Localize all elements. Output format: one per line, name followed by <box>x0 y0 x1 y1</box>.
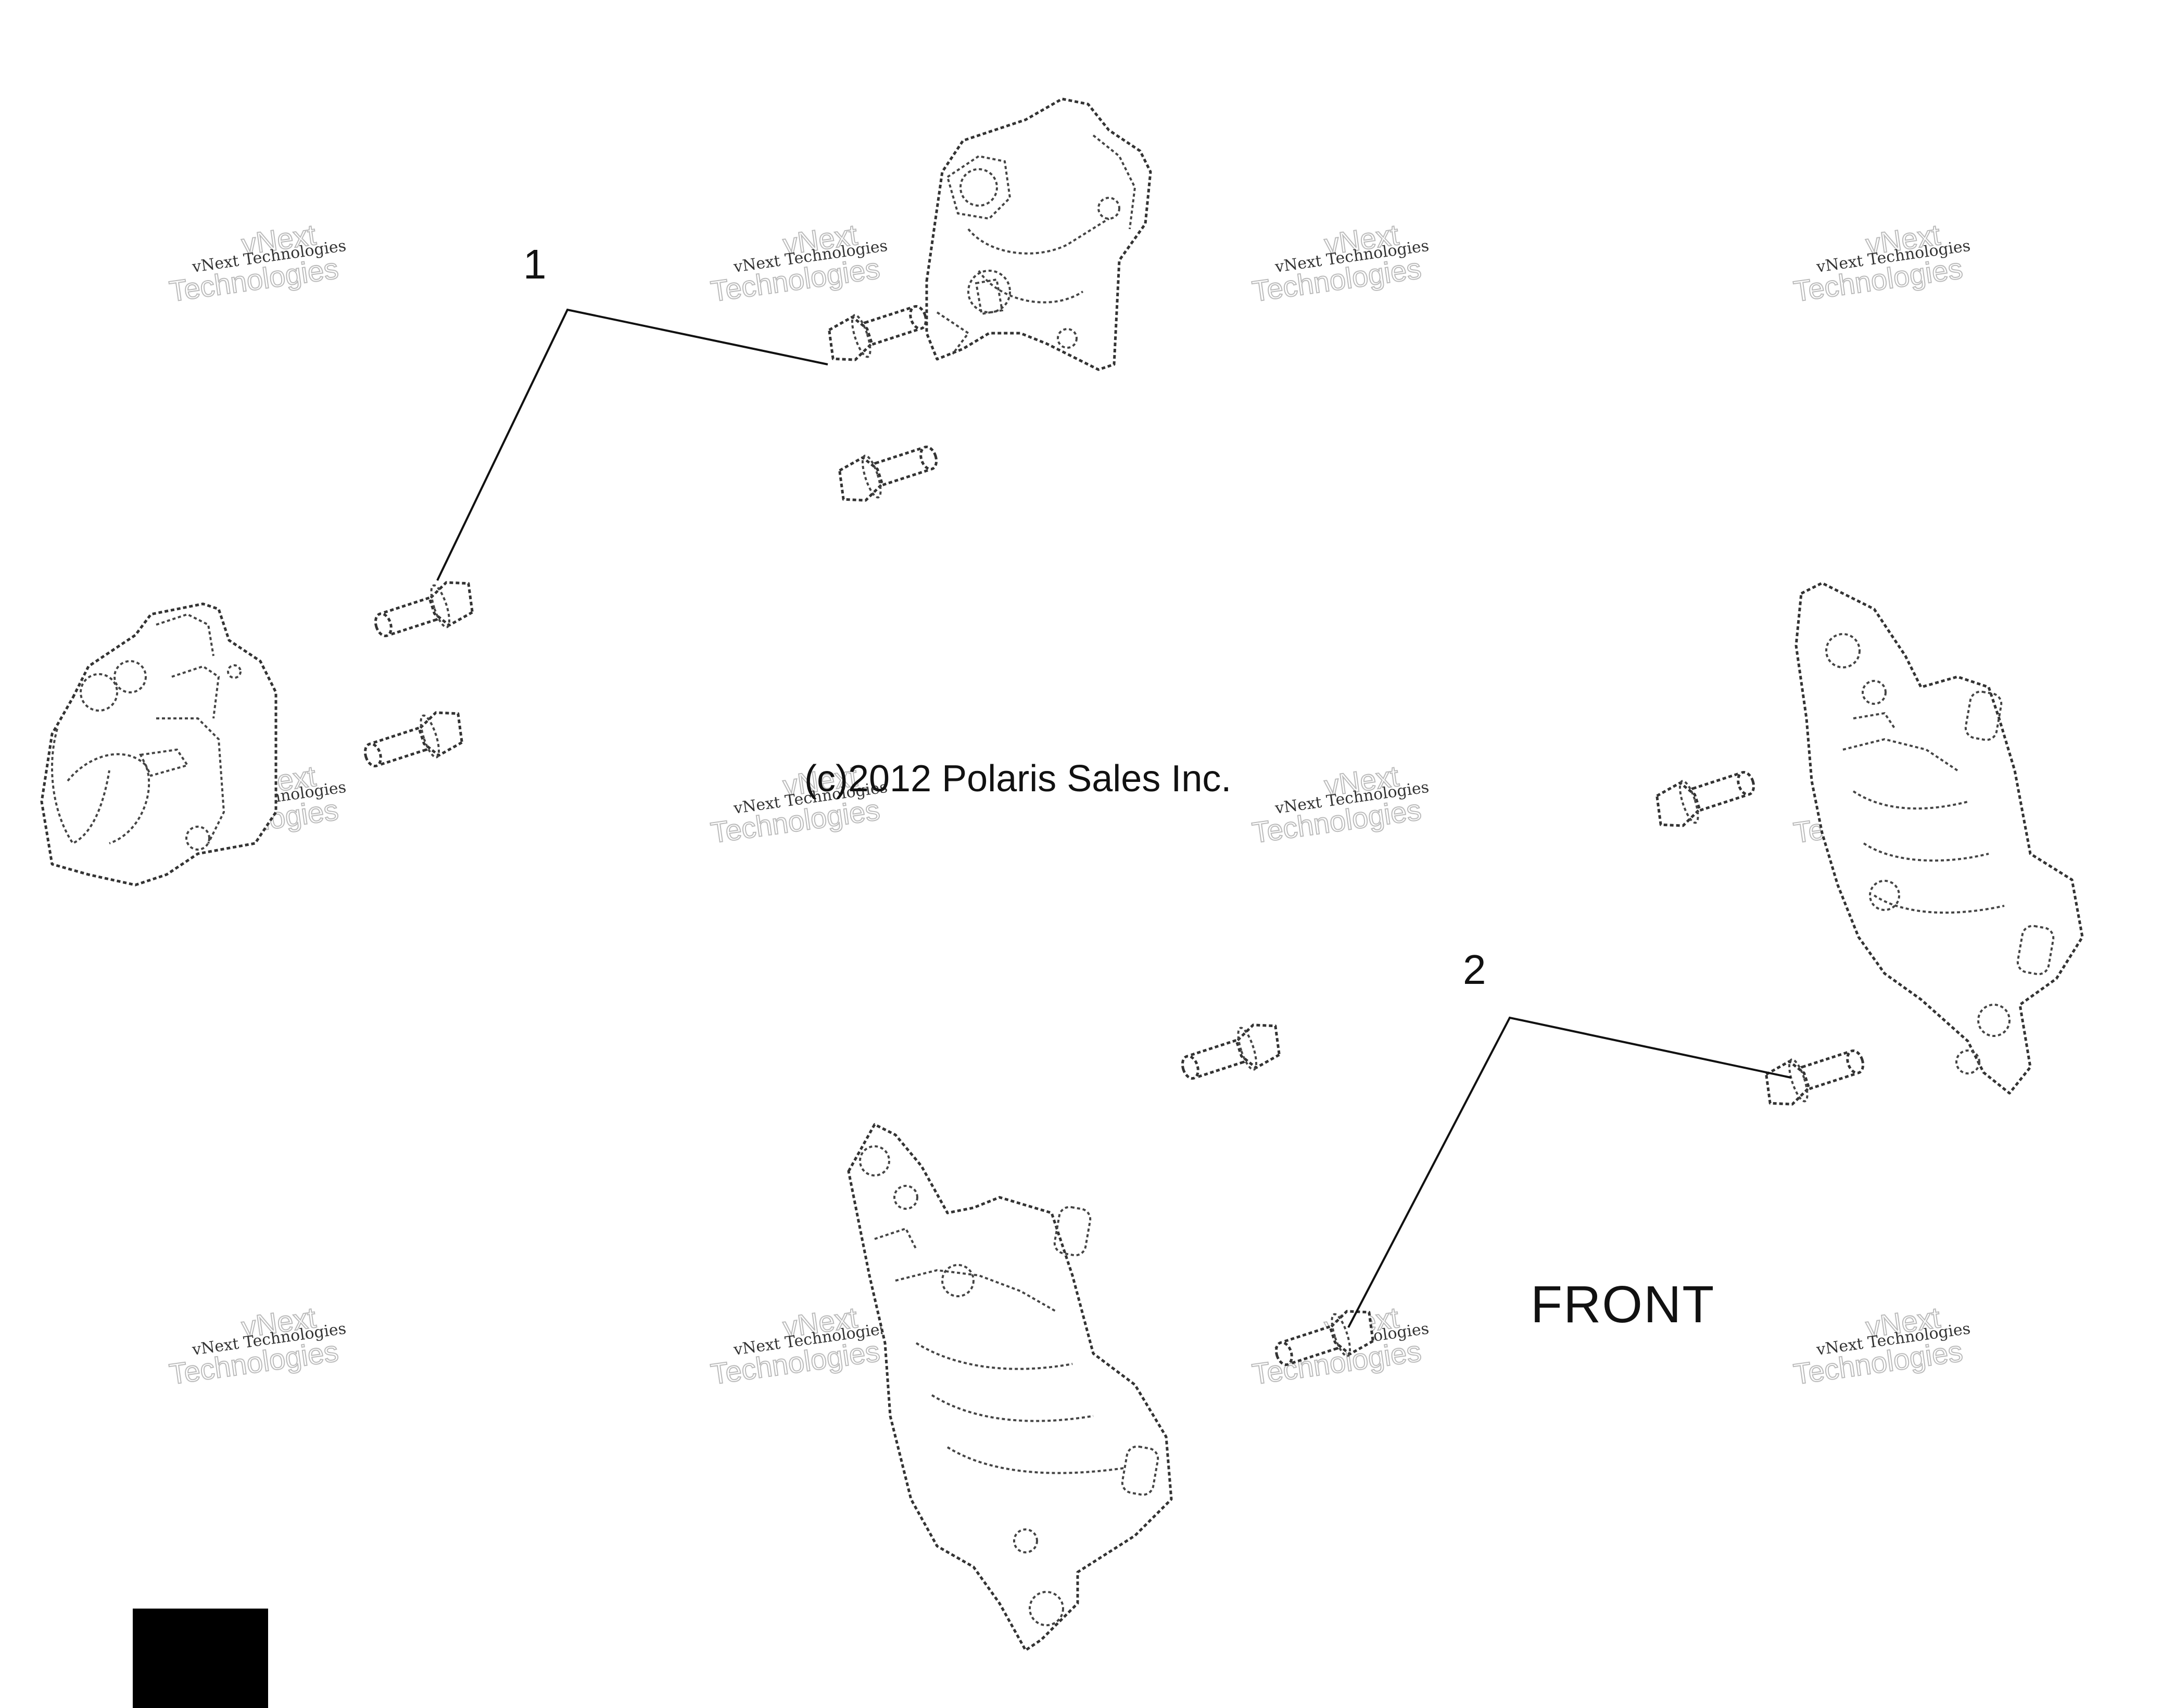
watermark: Technologies vNext vNext Technologies <box>708 1300 889 1391</box>
brake-caliper-bottom <box>847 1123 1173 1652</box>
watermark: Technologies vNext vNext Technologies <box>1791 1300 1972 1391</box>
bolt <box>1655 770 1755 827</box>
copyright-text: (c)2012 Polaris Sales Inc. <box>804 758 1231 800</box>
corner-block <box>133 1609 268 1708</box>
bolt <box>1274 1310 1374 1367</box>
watermark: Technologies vNext vNext Technologies <box>1249 218 1430 309</box>
callout-2: 2 <box>1463 946 1486 993</box>
bolt <box>1181 1023 1281 1080</box>
leader-line-2 <box>1347 1016 1791 1328</box>
brake-caliper-right <box>1794 581 2084 1095</box>
brake-caliper-top <box>925 97 1152 371</box>
bolt <box>1765 1049 1865 1106</box>
bolt <box>828 305 928 361</box>
watermark: Technologies vNext vNext Technologies <box>167 218 347 309</box>
watermark: Technologies vNext vNext Technologies <box>167 1300 347 1391</box>
front-direction-label: FRONT <box>1531 1275 1715 1334</box>
watermark: Technologies vNext vNext Technologies <box>1249 759 1430 850</box>
callout-1: 1 <box>523 241 547 287</box>
watermark: Technologies vNext vNext Technologies <box>708 218 889 309</box>
leader-line-1 <box>436 308 828 581</box>
bolt <box>363 711 463 768</box>
watermark: Technologies vNext vNext Technologies <box>1791 218 1972 309</box>
bolt <box>838 445 938 502</box>
bolt <box>374 581 474 638</box>
brake-caliper-left <box>40 602 277 887</box>
